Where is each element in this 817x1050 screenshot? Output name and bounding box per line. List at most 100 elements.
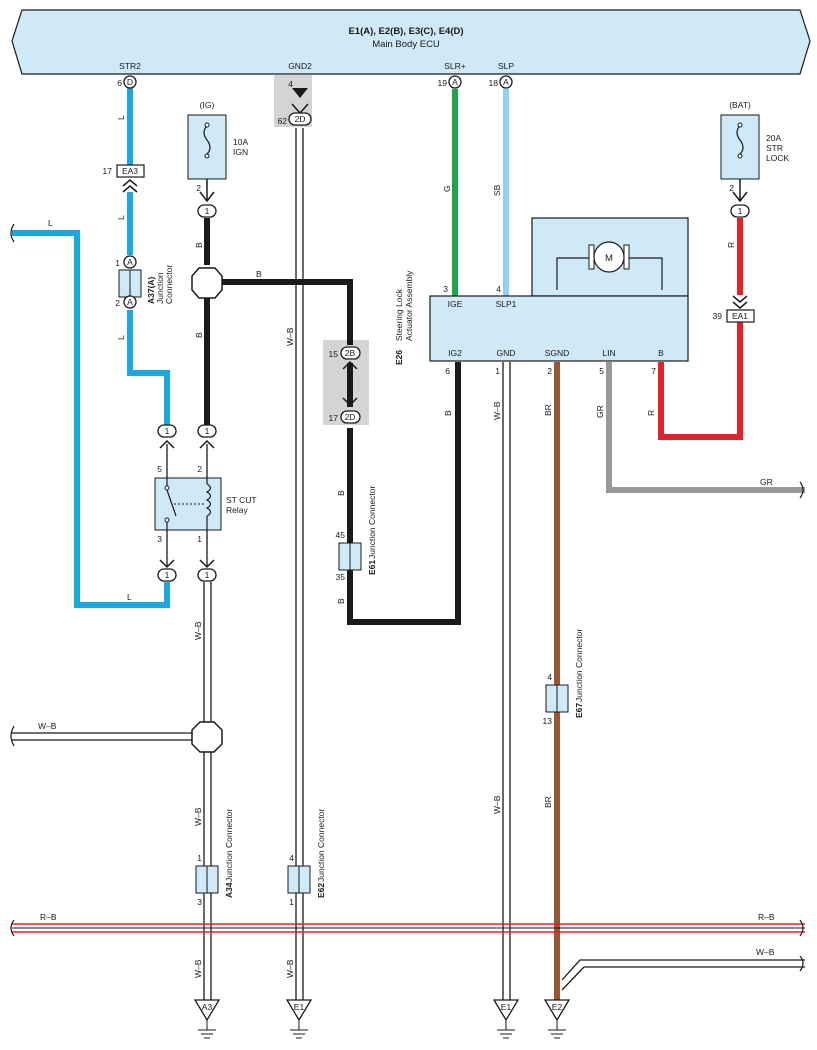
svg-text:W–B: W–B [492, 795, 502, 814]
svg-text:17: 17 [103, 166, 113, 176]
svg-text:1: 1 [495, 366, 500, 376]
ecu-terminal-str2: STR2 [119, 61, 141, 71]
svg-text:4: 4 [547, 672, 552, 682]
steering-lock-actuator: M IGE SLP1 3 4 IG2 GND SGND LIN B 6 1 2 … [394, 217, 689, 376]
svg-text:A3: A3 [202, 1002, 213, 1012]
svg-text:(BAT): (BAT) [729, 100, 751, 110]
svg-text:STR: STR [766, 143, 783, 153]
svg-text:15: 15 [329, 349, 339, 359]
ecu-subtitle: Main Body ECU [372, 39, 440, 50]
ecu-terminal-slr: SLR+ [444, 61, 466, 71]
svg-text:GR: GR [760, 477, 773, 487]
svg-text:4: 4 [289, 853, 294, 863]
connector-a37: 1 A 2 A A37(A) Junction Connector [115, 255, 174, 309]
svg-text:62: 62 [278, 116, 288, 126]
svg-text:Junction: Junction [155, 272, 165, 304]
svg-text:W–B: W–B [193, 807, 203, 826]
svg-text:D: D [127, 77, 133, 87]
svg-text:W–B: W–B [38, 721, 57, 731]
svg-text:(IG): (IG) [200, 100, 215, 110]
svg-text:6: 6 [117, 78, 122, 88]
wire-l-to-relay [127, 310, 170, 425]
svg-text:SGND: SGND [545, 348, 570, 358]
motor-label: M [605, 253, 613, 264]
fuse-str-lock: (BAT) 20A STR LOCK 2 1 [720, 100, 789, 218]
wire-b-branch [222, 279, 353, 345]
svg-text:1: 1 [738, 206, 743, 216]
svg-text:L: L [116, 215, 126, 220]
svg-text:SB: SB [492, 184, 502, 196]
svg-text:1: 1 [205, 206, 210, 216]
svg-text:Relay: Relay [226, 505, 248, 515]
svg-text:2: 2 [115, 298, 120, 308]
svg-text:L: L [48, 218, 53, 228]
svg-text:1: 1 [197, 534, 202, 544]
svg-text:IGN: IGN [233, 147, 248, 157]
svg-text:Junction Connector: Junction Connector [367, 486, 377, 559]
svg-text:W–B: W–B [285, 959, 295, 978]
svg-text:A: A [127, 297, 133, 307]
svg-text:W–B: W–B [285, 327, 295, 346]
svg-text:IG2: IG2 [448, 348, 462, 358]
svg-text:B: B [443, 410, 453, 416]
svg-text:B: B [256, 269, 262, 279]
connector-2b-2d: 15 2B 17 2D [329, 346, 361, 424]
svg-text:20A: 20A [766, 133, 781, 143]
svg-text:R: R [646, 410, 656, 416]
svg-text:B: B [194, 332, 204, 338]
svg-text:18: 18 [489, 78, 499, 88]
svg-text:EA1: EA1 [732, 311, 748, 321]
svg-text:A34: A34 [224, 882, 234, 898]
connector-e61: 45 35 E61 Junction Connector [336, 486, 377, 582]
svg-text:2: 2 [729, 183, 734, 193]
connector-ea1: 39 EA1 [713, 295, 755, 323]
svg-text:GND: GND [497, 348, 516, 358]
connector-gnd2-2d: 62 2D [278, 103, 312, 126]
svg-text:2: 2 [547, 366, 552, 376]
svg-text:B: B [336, 490, 346, 496]
wire-r-ea1 [658, 322, 743, 440]
svg-text:G: G [442, 185, 452, 192]
svg-text:17: 17 [329, 413, 339, 423]
svg-text:Connector: Connector [164, 265, 174, 304]
svg-text:ST CUT: ST CUT [226, 495, 257, 505]
svg-text:L: L [116, 335, 126, 340]
wire-b-e61-ig2 [347, 362, 461, 625]
main-body-ecu: E1(A), E2(B), E3(C), E4(D) Main Body ECU… [11, 9, 811, 75]
ground-e2: E2 [543, 999, 571, 1039]
wire-l-left [12, 230, 170, 608]
svg-text:GR: GR [595, 405, 605, 418]
svg-text:R–B: R–B [758, 912, 775, 922]
svg-text:W–B: W–B [193, 621, 203, 640]
ecu-terminal-gnd2: GND2 [288, 61, 312, 71]
svg-text:45: 45 [336, 530, 346, 540]
svg-text:6: 6 [445, 366, 450, 376]
splice-wb [191, 721, 223, 753]
svg-text:1: 1 [165, 570, 170, 580]
svg-text:B: B [336, 598, 346, 604]
st-cut-relay: 1 1 5 2 ST CUT Relay 3 1 1 1 [154, 424, 257, 582]
svg-text:2: 2 [196, 183, 201, 193]
svg-text:E2: E2 [552, 1002, 563, 1012]
svg-text:LIN: LIN [602, 348, 615, 358]
svg-text:13: 13 [543, 716, 553, 726]
svg-text:LOCK: LOCK [766, 153, 789, 163]
svg-text:BR: BR [543, 404, 553, 416]
svg-text:1: 1 [115, 258, 120, 268]
svg-text:19: 19 [438, 78, 448, 88]
svg-text:E62: E62 [316, 883, 326, 898]
svg-text:10A: 10A [233, 137, 248, 147]
svg-text:3: 3 [443, 284, 448, 294]
svg-text:Actuator Assembly: Actuator Assembly [404, 270, 414, 341]
ecu-pins: 6 D 4 19 A 18 A [117, 75, 513, 98]
svg-text:2B: 2B [345, 348, 356, 358]
fuse-ign: (IG) 10A IGN 2 1 [187, 100, 248, 218]
svg-text:E26: E26 [394, 350, 404, 365]
svg-text:E1: E1 [501, 1002, 512, 1012]
wire-gr-lin [606, 362, 805, 493]
svg-text:1: 1 [197, 853, 202, 863]
svg-text:E61: E61 [367, 560, 377, 575]
svg-text:4: 4 [496, 284, 501, 294]
svg-text:BR: BR [543, 796, 553, 808]
